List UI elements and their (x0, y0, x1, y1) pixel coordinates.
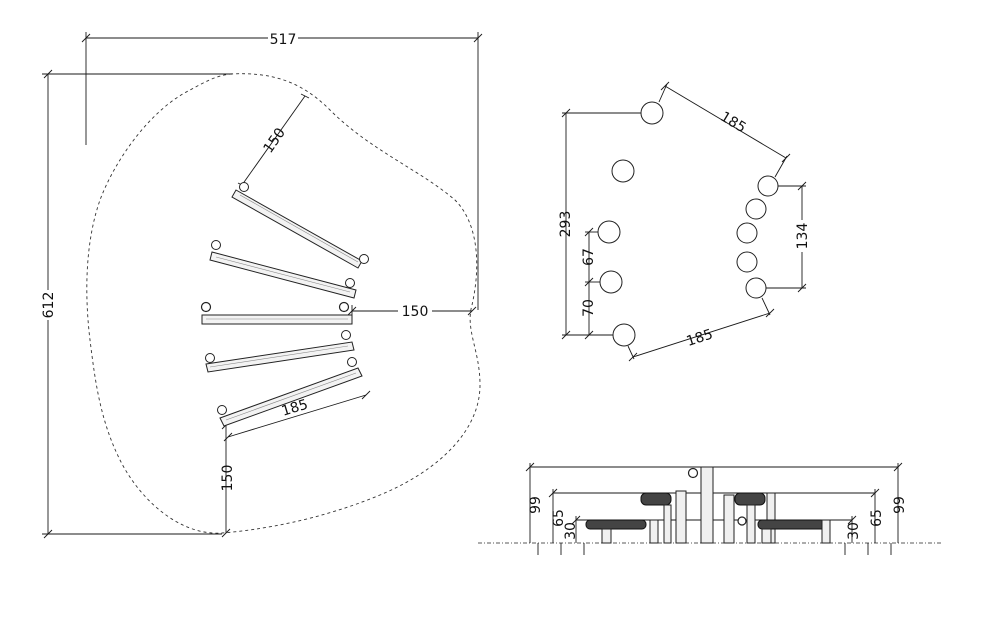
post-a (640, 101, 664, 125)
post-e (612, 323, 636, 347)
post-h (736, 222, 758, 244)
beam-5 (217, 357, 363, 427)
dim-left-low-label: 30 (563, 522, 579, 540)
safety-zone-outline (86, 73, 481, 534)
beam-1 (231, 182, 369, 269)
dim-clearance-bottom-label: 150 (220, 465, 236, 492)
post-c (597, 220, 621, 244)
dim-bottom-diag-label: 185 (685, 326, 715, 349)
dim-right-mid-label: 65 (869, 509, 885, 527)
dim-left-mid-label: 65 (551, 509, 567, 527)
dim-overall-depth-label: 293 (558, 211, 574, 238)
post-i (736, 251, 758, 273)
post-f (757, 175, 779, 197)
elev-post-center (700, 466, 714, 544)
dim-right-span-label: 134 (795, 223, 811, 250)
dim-left-outer-label: 99 (528, 496, 544, 514)
post-j (745, 277, 767, 299)
post-b (611, 159, 635, 183)
dim-clearance-right-label: 150 (402, 304, 429, 320)
elev-beam-right-low (757, 519, 831, 530)
elev-beam-left-high (640, 492, 672, 506)
dim-clearance-top-label: 150 (261, 125, 289, 156)
beam-4 (205, 330, 355, 373)
dim-width-label: 517 (270, 32, 297, 48)
elev-beam-right-high (734, 492, 766, 506)
elev-beam-left-low (585, 519, 647, 530)
post-g (745, 198, 767, 220)
beam-3 (200, 301, 353, 325)
side-elevation: 99 65 30 30 65 99 (478, 462, 942, 555)
safety-zone-plan: 517 612 150 150 150 185 (38, 30, 483, 539)
dim-right-outer-label: 99 (892, 496, 908, 514)
dim-top-diag-label: 185 (717, 109, 748, 136)
post-d (599, 270, 623, 294)
dim-right-low-label: 30 (846, 522, 862, 540)
dim-spacing-a-label: 67 (581, 248, 597, 266)
dim-spacing-b-label: 70 (581, 299, 597, 317)
post-layout-plan: 293 67 70 185 185 134 (558, 81, 811, 362)
dim-height-label: 612 (41, 292, 57, 319)
beam-2 (209, 240, 357, 299)
